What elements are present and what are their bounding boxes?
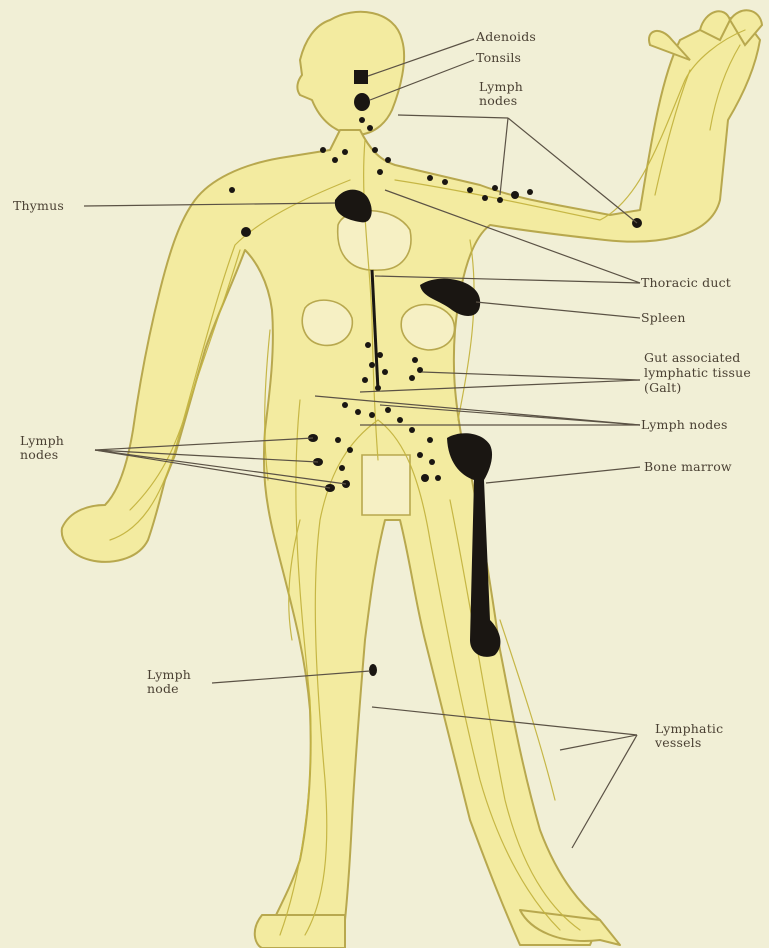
label-lymphatic-vessels-line2: vessels <box>655 736 702 750</box>
label-lymph-nodes-head-line2: nodes <box>479 94 517 108</box>
adenoid-node <box>354 70 368 84</box>
label-spleen: Spleen <box>641 311 686 325</box>
label-lymph-nodes-abdomen: Lymph nodes <box>641 418 728 432</box>
label-adenoids: Adenoids <box>476 30 536 44</box>
label-lymph-nodes-groin-line1: Lymph <box>20 434 64 448</box>
lymph-node-armpit-right <box>241 227 251 237</box>
label-bone-marrow: Bone marrow <box>644 460 732 474</box>
label-thoracic-duct: Thoracic duct <box>641 276 731 290</box>
label-tonsils: Tonsils <box>476 51 521 65</box>
label-thymus: Thymus <box>13 199 64 213</box>
label-galt-line2: lymphatic tissue <box>644 366 751 380</box>
right-foot <box>255 915 345 948</box>
label-lymph-node-leg-line2: node <box>147 682 179 696</box>
lymph-node-groin-5 <box>421 474 429 482</box>
lymph-node-leg <box>369 664 377 676</box>
tonsil-node <box>354 93 370 111</box>
label-lymphatic-vessels-line1: Lymphatic <box>655 722 723 736</box>
label-lymph-nodes-head-line1: Lymph <box>479 80 523 94</box>
label-lymph-nodes-groin-line2: nodes <box>20 448 58 462</box>
label-galt-line3: (Galt) <box>644 381 681 395</box>
right-kidney <box>302 300 352 345</box>
heart-outline <box>338 211 411 271</box>
label-galt-line1: Gut associated <box>644 351 741 365</box>
label-lymph-node-leg-line1: Lymph <box>147 668 191 682</box>
genital-outline <box>362 455 410 515</box>
left-kidney <box>401 305 454 351</box>
